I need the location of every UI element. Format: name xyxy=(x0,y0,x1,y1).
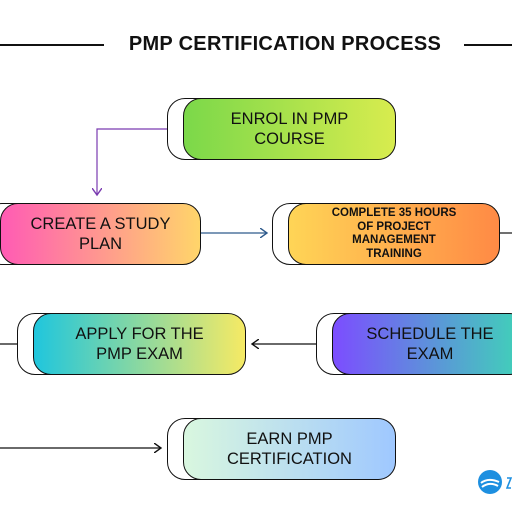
step-training: COMPLETE 35 HOURS OF PROJECT MANAGEMENT … xyxy=(272,203,500,265)
brand-logo-fragment xyxy=(505,476,512,490)
connector-enrol-to-study-plan xyxy=(97,128,167,194)
step-earn: EARN PMP CERTIFICATION xyxy=(167,418,396,480)
step-enrol-label: ENROL IN PMP COURSE xyxy=(183,98,396,160)
step-earn-label: EARN PMP CERTIFICATION xyxy=(183,418,396,480)
step-study-plan-label: CREATE A STUDY PLAN xyxy=(0,203,201,265)
page-title: PMP CERTIFICATION PROCESS xyxy=(128,33,442,55)
title-rule-right xyxy=(464,44,512,46)
title-rule-left xyxy=(0,44,104,46)
step-schedule-label: SCHEDULE THE EXAM xyxy=(332,313,512,375)
step-apply-label: APPLY FOR THE PMP EXAM xyxy=(33,313,246,375)
step-study-plan: CREATE A STUDY PLAN xyxy=(0,203,201,265)
step-training-label: COMPLETE 35 HOURS OF PROJECT MANAGEMENT … xyxy=(288,203,500,265)
step-apply: APPLY FOR THE PMP EXAM xyxy=(17,313,246,375)
step-enrol: ENROL IN PMP COURSE xyxy=(167,98,396,160)
step-schedule: SCHEDULE THE EXAM xyxy=(316,313,512,375)
brand-logo-icon xyxy=(478,470,502,494)
